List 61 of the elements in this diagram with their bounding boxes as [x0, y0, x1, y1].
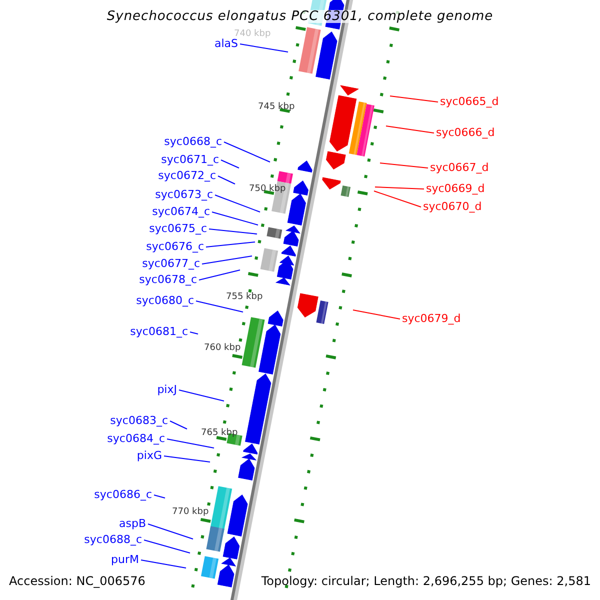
- leader-line: [390, 96, 438, 102]
- leader-line: [386, 126, 434, 134]
- leader-line: [240, 44, 288, 52]
- leader-line: [148, 524, 194, 540]
- leader-line: [198, 270, 240, 280]
- gene-label: syc0688_c: [84, 533, 142, 546]
- leader-line: [224, 142, 270, 162]
- leader-line: [164, 456, 210, 462]
- leader-line: [202, 256, 252, 264]
- gene-label: alaS: [214, 37, 238, 50]
- scale-label: 755 kbp: [226, 291, 263, 304]
- leader-line: [140, 560, 186, 568]
- leader-line: [190, 332, 198, 334]
- gene-label: syc0671_c: [161, 153, 219, 166]
- gene-label: syc0680_c: [136, 294, 194, 307]
- gene-label: syc0666_d: [436, 126, 495, 139]
- gene-label: aspB: [118, 517, 146, 530]
- gene-label: syc0670_d: [423, 200, 482, 213]
- leader-line: [380, 162, 428, 168]
- gene-label: syc0669_d: [426, 182, 485, 195]
- leader-line: [154, 494, 166, 498]
- gene-label: pixJ: [157, 383, 177, 396]
- gene-label: syc0676_c: [146, 240, 204, 253]
- gene-label: syc0665_d: [440, 95, 499, 108]
- accession-note: Accession: NC_006576: [9, 575, 146, 588]
- gene-label: syc0678_c: [139, 273, 197, 286]
- leader-line: [208, 228, 258, 234]
- gene-label: syc0684_c: [107, 432, 165, 445]
- leader-line: [196, 300, 244, 312]
- leader-line: [166, 438, 214, 448]
- gene-label: syc0683_c: [110, 414, 168, 427]
- leader-line: [220, 160, 240, 168]
- gene-label: syc0673_c: [155, 188, 213, 201]
- scale-label: 770 kbp: [172, 506, 209, 519]
- gene-label: syc0679_d: [402, 312, 461, 325]
- gene-label: syc0668_c: [164, 135, 222, 148]
- leader-line: [206, 242, 256, 248]
- scale-label: 760 kbp: [204, 342, 241, 355]
- leader-line: [352, 310, 400, 320]
- leader-line: [178, 390, 224, 402]
- gene-label: syc0675_c: [149, 222, 207, 235]
- leader-line: [212, 212, 258, 226]
- leader-line: [218, 176, 236, 184]
- gene-label: purM: [111, 553, 139, 566]
- leader-line: [374, 190, 422, 208]
- leader-line: [374, 186, 424, 190]
- leader-line: [144, 540, 190, 554]
- leader-line: [214, 194, 260, 212]
- gene-label: pixG: [136, 449, 162, 462]
- gene-label: syc0672_c: [158, 169, 216, 182]
- gene-label: syc0677_c: [142, 257, 200, 270]
- gene-label: syc0674_c: [152, 205, 210, 218]
- gene-label: syc0667_d: [430, 161, 489, 174]
- genome-summary-note: Topology: circular; Length: 2,696,255 bp; Genes: 2,581: [261, 575, 591, 588]
- leader-line: [170, 420, 188, 430]
- gene-label: syc0681_c: [130, 325, 188, 338]
- scale-label: 765 kbp: [201, 427, 238, 440]
- scale-label: 745 kbp: [258, 101, 295, 114]
- scale-label: 740 kbp: [234, 28, 271, 39]
- scale-label: 750 kbp: [249, 183, 286, 196]
- gene-label: syc0686_c: [94, 488, 152, 501]
